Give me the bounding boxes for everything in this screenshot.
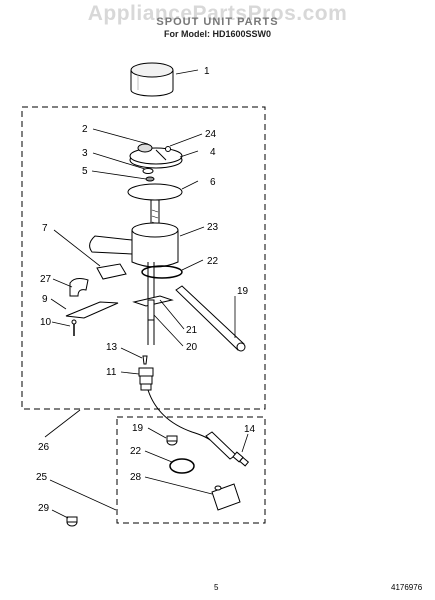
part-bracket (65, 301, 119, 319)
callout-19-bag: 19 (132, 423, 144, 434)
part-long-tube (175, 285, 246, 352)
part-elbow (69, 278, 89, 297)
part-clip (66, 516, 78, 527)
callout-6: 6 (210, 177, 216, 188)
callout-20: 20 (186, 342, 198, 353)
part-screw (71, 319, 77, 336)
callout-27: 27 (40, 274, 52, 285)
callout-2: 2 (82, 124, 88, 135)
callout-25: 25 (36, 472, 48, 483)
part-disk (127, 183, 183, 201)
bag-parts-box (116, 416, 266, 524)
callout-22-bag: 22 (130, 446, 142, 457)
callout-3: 3 (82, 148, 88, 159)
part-spout-cap (130, 62, 174, 97)
callout-29: 29 (38, 503, 50, 514)
callout-13: 13 (106, 342, 118, 353)
callout-1: 1 (204, 66, 210, 77)
callout-7: 7 (42, 223, 48, 234)
callout-9: 9 (42, 294, 48, 305)
part-hose-fitting (205, 431, 250, 467)
part-shaft (147, 299, 155, 321)
part-valve-top (129, 143, 183, 169)
part-nozzle-tip (142, 355, 148, 365)
model-subtitle: For Model: HD1600SSW0 (163, 29, 272, 39)
part-o-ring (141, 265, 183, 279)
document-number: 4176976 (391, 583, 423, 592)
spout-assembly-box (21, 106, 266, 410)
callout-21: 21 (186, 325, 198, 336)
callout-5: 5 (82, 166, 88, 177)
callout-24: 24 (205, 129, 217, 140)
watermark: AppliancePartsPros.com (87, 2, 348, 25)
part-fitting (138, 367, 154, 391)
callout-14: 14 (244, 424, 256, 435)
callout-23: 23 (207, 222, 219, 233)
callout-4: 4 (210, 147, 216, 158)
part-tube (96, 263, 127, 280)
leader-lines (44, 69, 249, 519)
part-hose (147, 389, 211, 441)
part-small-cap (166, 435, 178, 446)
callout-22: 22 (207, 256, 219, 267)
callout-19: 19 (237, 286, 249, 297)
callout-11: 11 (106, 367, 117, 378)
part-o-ring-spare (169, 458, 195, 474)
part-pad (211, 483, 241, 511)
diagram-title: SPOUT UNIT PARTS (156, 16, 279, 28)
callout-28: 28 (130, 472, 142, 483)
part-spout-body (89, 199, 179, 345)
callout-26: 26 (38, 442, 50, 453)
page-number: 5 (214, 583, 219, 592)
callout-10: 10 (40, 317, 52, 328)
